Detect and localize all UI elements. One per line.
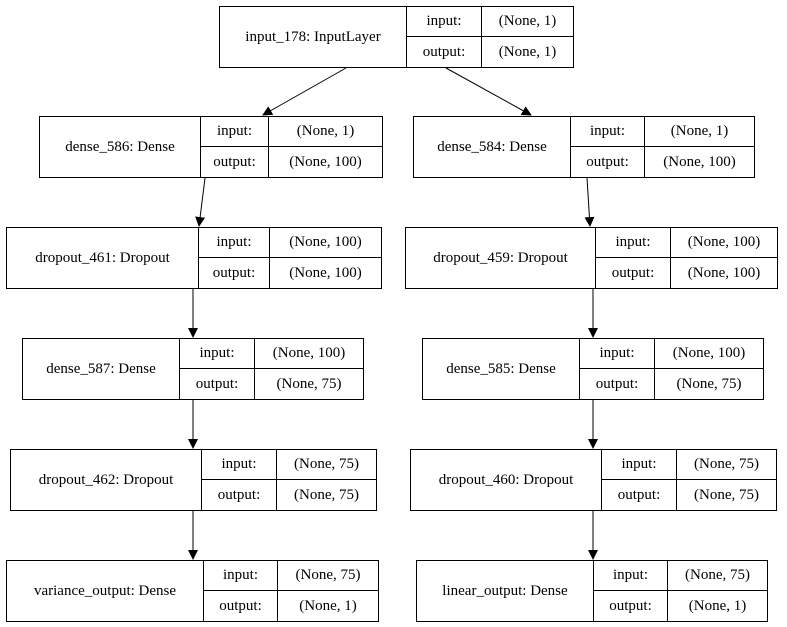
input-shape: (None, 100) [255, 339, 363, 369]
output-key: output: [407, 37, 482, 67]
input-shape: (None, 1) [269, 117, 382, 147]
output-key: output: [580, 369, 655, 399]
output-shape: (None, 1) [299, 597, 357, 614]
output-key: output: [201, 147, 269, 177]
edge-arrow [584, 177, 595, 227]
layer-label: dense_585: Dense [423, 339, 580, 399]
output-key: output: [602, 480, 677, 510]
layer-label: dense_586: Dense [40, 117, 201, 177]
input-shape: (None, 75) [278, 561, 378, 591]
layer-label: dropout_462: Dropout [11, 450, 202, 510]
input-shape: (None, 1) [482, 7, 573, 37]
input-key: input: [201, 117, 269, 147]
output-shape: (None, 75) [676, 375, 742, 392]
output-key: output: [596, 258, 671, 288]
output-key: output: [199, 258, 270, 288]
layer-label: dropout_459: Dropout [406, 228, 596, 288]
output-shape: (None, 100) [663, 153, 736, 170]
input-key: input: [204, 561, 278, 591]
input-key: input: [407, 7, 482, 37]
input-key: input: [580, 339, 655, 369]
layer-label: dropout_460: Dropout [411, 450, 602, 510]
input-key: input: [199, 228, 270, 258]
input-key: input: [571, 117, 645, 147]
output-shape: (None, 100) [289, 264, 362, 281]
edge-arrow [195, 177, 206, 227]
input-key: input: [602, 450, 677, 480]
input-shape: (None, 100) [655, 339, 763, 369]
input-shape: (None, 1) [645, 117, 754, 147]
output-shape: (None, 75) [294, 486, 359, 503]
output-shape: (None, 100) [289, 153, 362, 170]
edge-arrow [262, 67, 347, 116]
layer-label: variance_output: Dense [7, 561, 204, 621]
input-key: input: [202, 450, 277, 480]
layer-label: linear_output: Dense [417, 561, 594, 621]
output-shape: (None, 100) [687, 264, 761, 281]
layer-label: dense_587: Dense [23, 339, 180, 399]
input-shape: (None, 75) [668, 561, 767, 591]
output-key: output: [202, 480, 277, 510]
input-shape: (None, 100) [270, 228, 381, 258]
output-shape: (None, 75) [694, 486, 759, 503]
output-key: output: [180, 369, 255, 399]
output-shape: (None, 1) [498, 43, 557, 60]
input-key: input: [596, 228, 671, 258]
input-shape: (None, 75) [677, 450, 776, 480]
layer-label: dense_584: Dense [414, 117, 571, 177]
input-key: input: [594, 561, 668, 591]
input-key: input: [180, 339, 255, 369]
input-shape: (None, 100) [671, 228, 777, 258]
output-key: output: [204, 591, 278, 621]
output-shape: (None, 75) [276, 375, 342, 392]
layer-label: dropout_461: Dropout [7, 228, 199, 288]
layer-label: input_178: InputLayer [220, 7, 407, 67]
input-shape: (None, 75) [277, 450, 376, 480]
output-key: output: [571, 147, 645, 177]
output-key: output: [594, 591, 668, 621]
edge-arrow [445, 67, 532, 116]
output-shape: (None, 1) [688, 597, 747, 614]
